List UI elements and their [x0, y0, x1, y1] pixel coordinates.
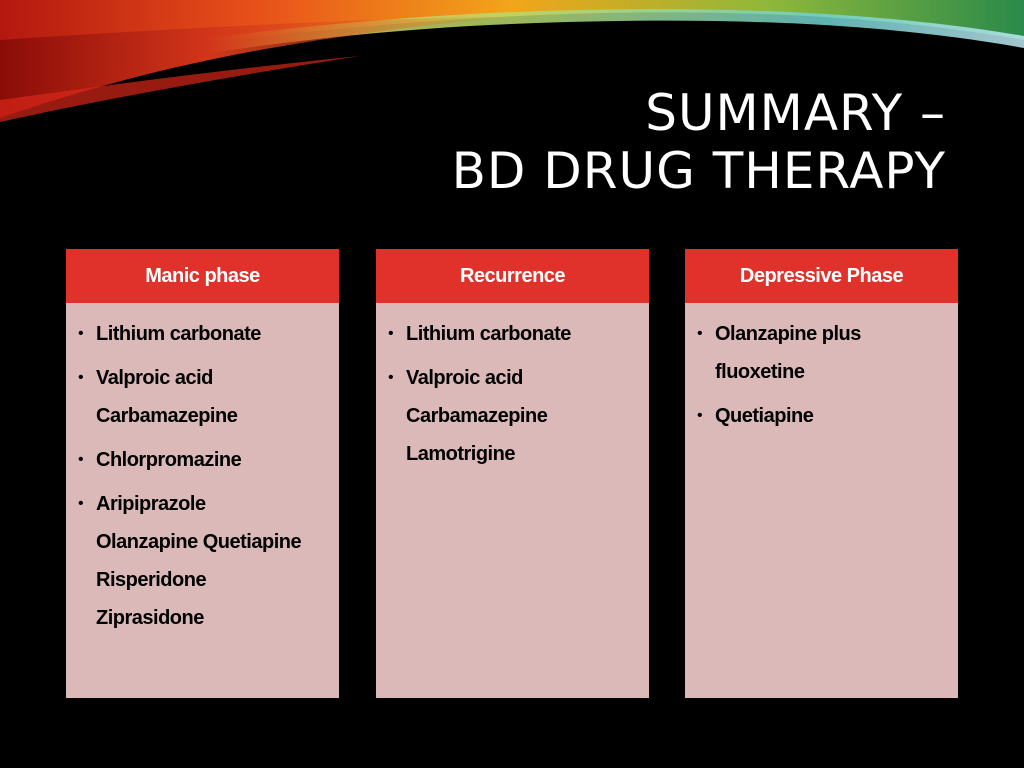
column-depressive-phase: Depressive Phase • Olanzapine plus fluox…	[685, 249, 958, 698]
drug-list: • Olanzapine plus fluoxetine • Quetiapin…	[685, 303, 958, 435]
column-header: Manic phase	[66, 249, 339, 303]
list-item-text: Olanzapine plus	[715, 323, 861, 345]
drug-list: • Lithium carbonate • Valproic acid Carb…	[376, 303, 649, 473]
title-line-2: BD DRUG THERAPY	[451, 142, 946, 200]
list-item: • Lithium carbonate	[78, 315, 329, 353]
list-item-text: Carbamazepine	[406, 405, 548, 427]
list-item-text: Valproic acid	[406, 367, 523, 389]
list-item-text: Quetiapine	[715, 405, 814, 427]
column-header: Depressive Phase	[685, 249, 958, 303]
bullet-icon: •	[78, 369, 84, 386]
bullet-icon: •	[78, 495, 84, 512]
list-item-text: Aripiprazole	[96, 493, 206, 515]
bullet-icon: •	[388, 325, 394, 342]
bullet-icon: •	[78, 451, 84, 468]
list-item: • Valproic acid Carbamazepine Lamotrigin…	[388, 359, 639, 473]
list-item-text: Lamotrigine	[406, 443, 515, 465]
list-item: • Chlorpromazine	[78, 441, 329, 479]
list-item-text: Chlorpromazine	[96, 449, 242, 471]
list-item-text: Risperidone	[96, 569, 207, 591]
list-item-text: Lithium carbonate	[406, 323, 571, 345]
bullet-icon: •	[697, 407, 703, 424]
bullet-icon: •	[388, 369, 394, 386]
list-item-text: Valproic acid	[96, 367, 213, 389]
list-item-text: Ziprasidone	[96, 607, 204, 629]
list-item-text: Olanzapine Quetiapine	[96, 531, 302, 553]
drug-list: • Lithium carbonate • Valproic acid Carb…	[66, 303, 339, 637]
title-line-1: SUMMARY –	[645, 84, 946, 142]
bullet-icon: •	[697, 325, 703, 342]
column-recurrence: Recurrence • Lithium carbonate • Valproi…	[376, 249, 649, 698]
list-item: • Lithium carbonate	[388, 315, 639, 353]
list-item-text: Carbamazepine	[96, 405, 238, 427]
list-item-text: fluoxetine	[715, 361, 805, 383]
column-header: Recurrence	[376, 249, 649, 303]
slide-title: SUMMARY – BD DRUG THERAPY	[452, 84, 946, 200]
decorative-swoosh	[0, 0, 1024, 122]
list-item-text: Lithium carbonate	[96, 323, 261, 345]
list-item: • Valproic acid Carbamazepine	[78, 359, 329, 435]
list-item: • Quetiapine	[697, 397, 948, 435]
column-manic-phase: Manic phase • Lithium carbonate • Valpro…	[66, 249, 339, 698]
bullet-icon: •	[78, 325, 84, 342]
list-item: • Olanzapine plus fluoxetine	[697, 315, 948, 391]
list-item: • Aripiprazole Olanzapine Quetiapine Ris…	[78, 485, 329, 637]
